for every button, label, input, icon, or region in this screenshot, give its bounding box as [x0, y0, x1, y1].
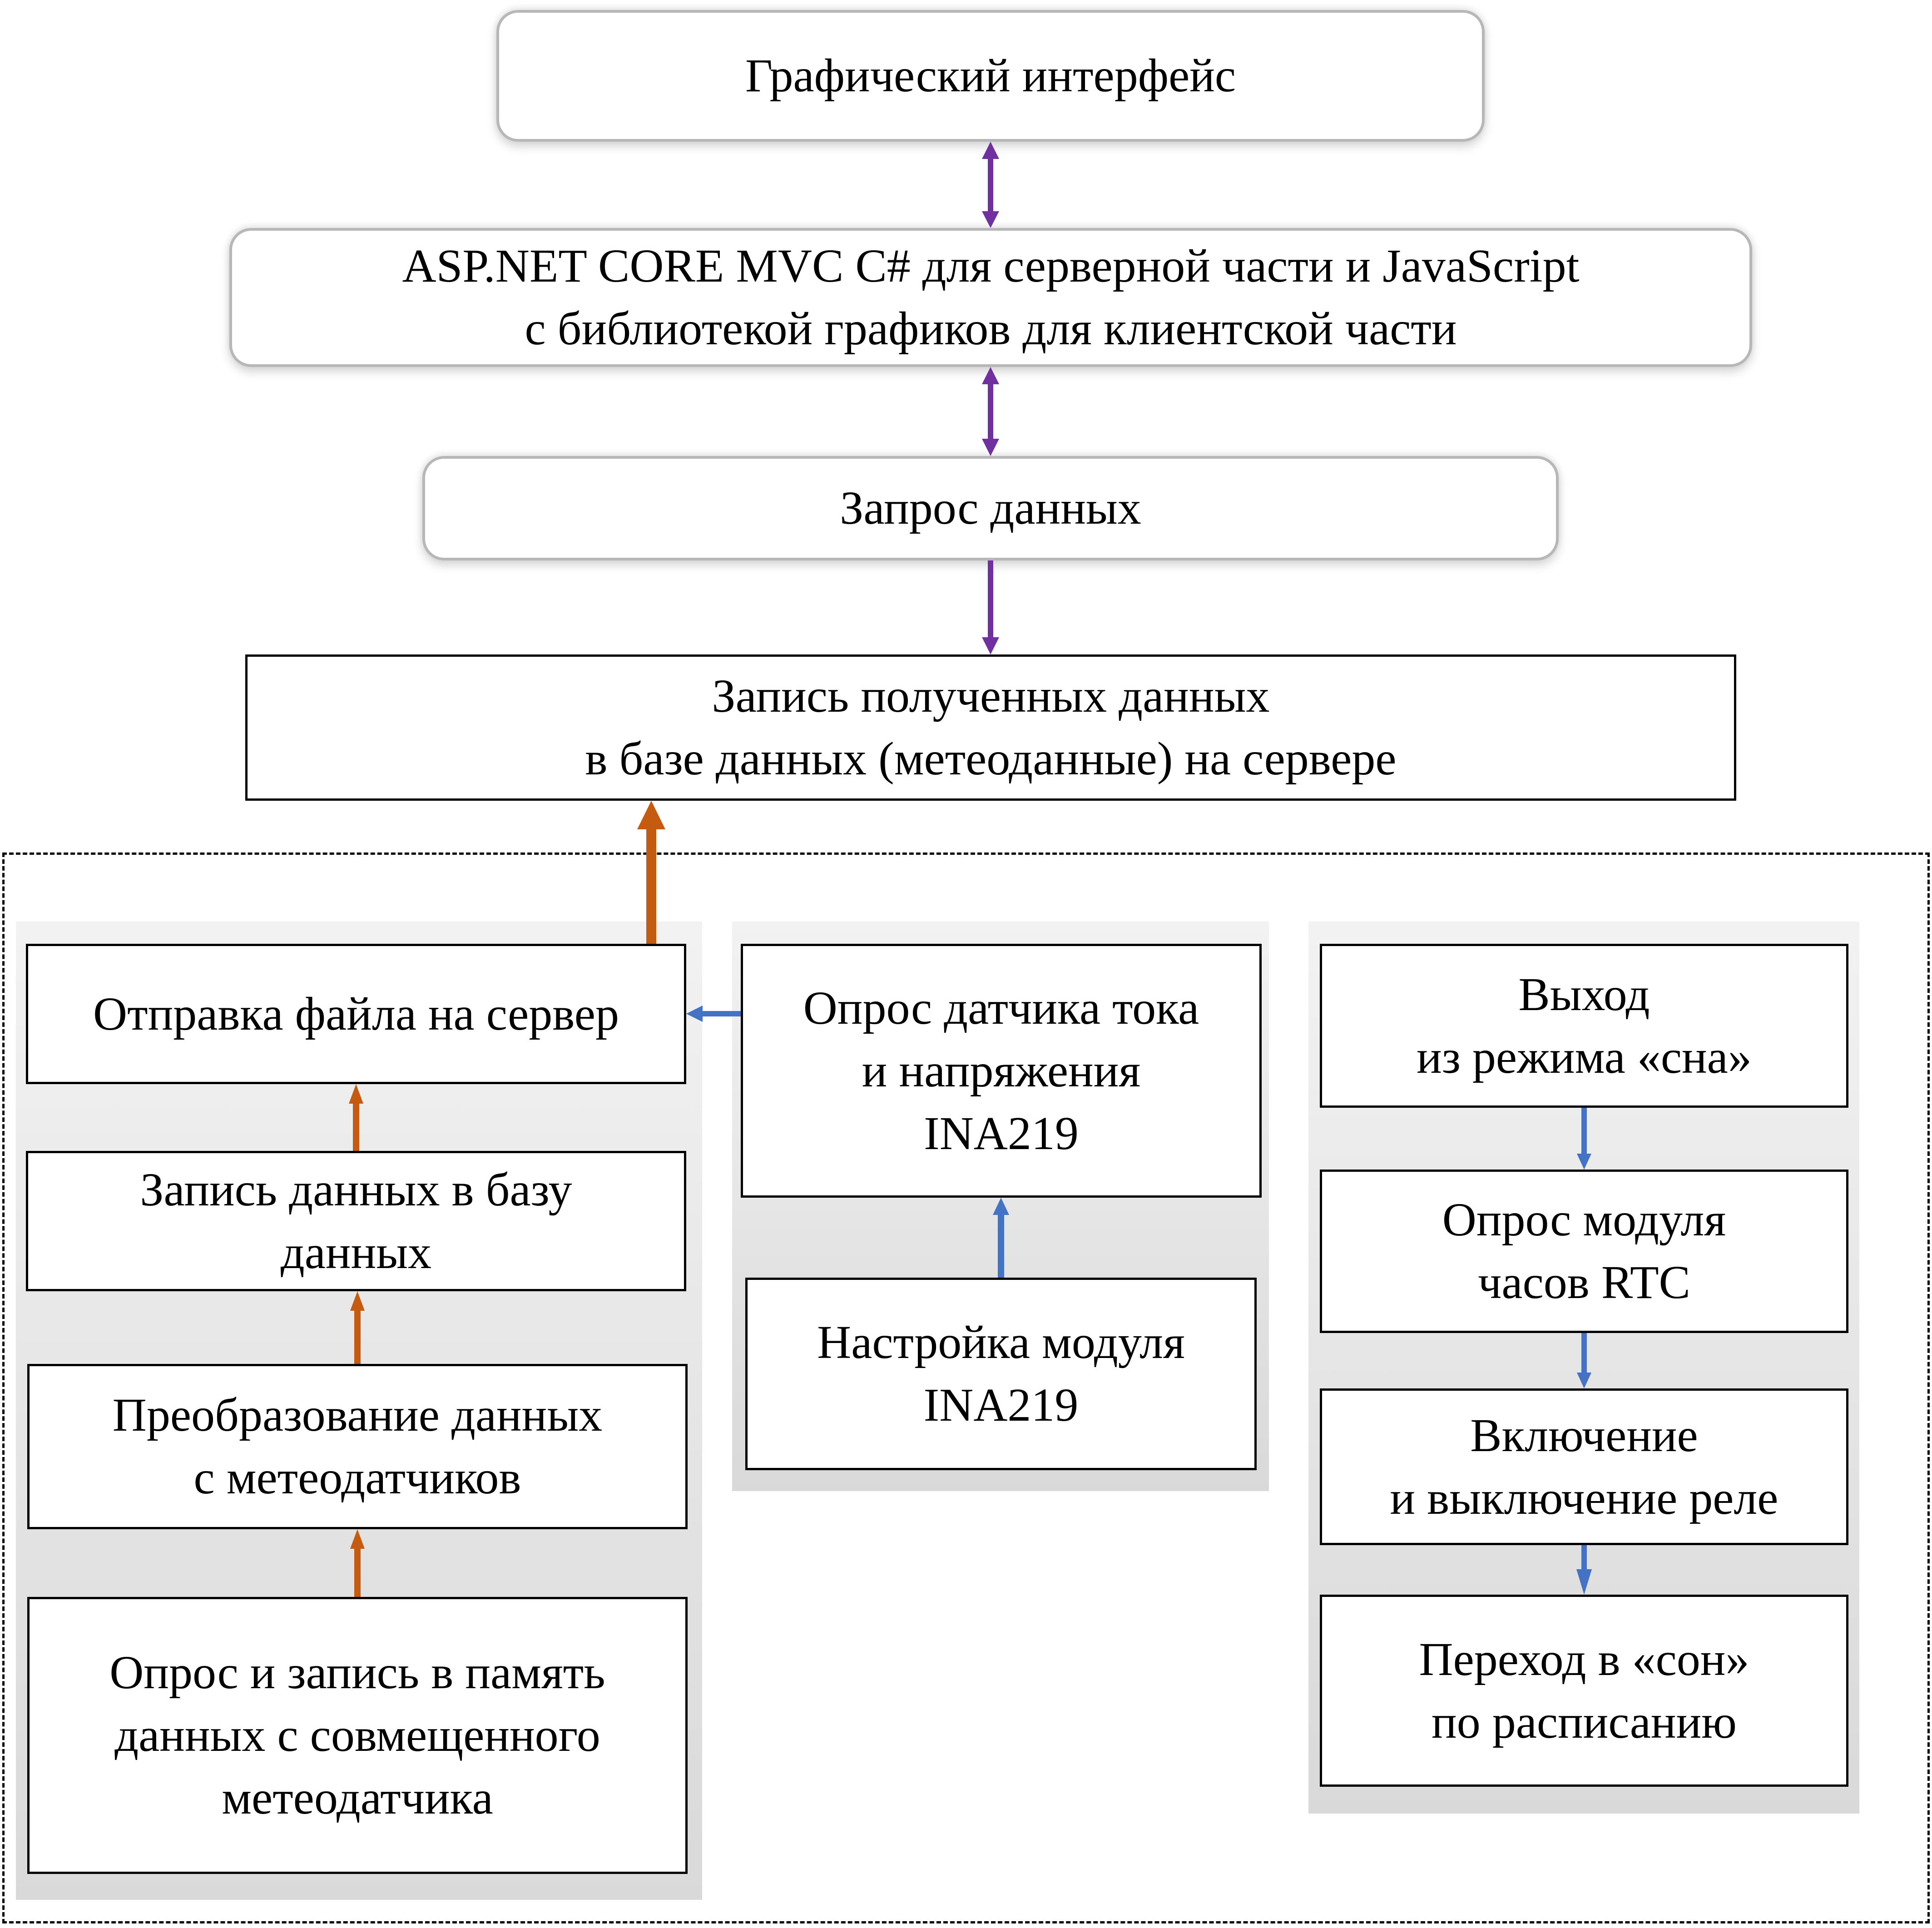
gui-box: Графический интерфейс [496, 10, 1485, 142]
poll-ina-label: Опрос датчика тока и напряжения INA219 [803, 981, 1199, 1160]
sleep-box: Переход в «сон» по расписанию [1320, 1595, 1848, 1787]
device-group-boundary [2, 852, 1930, 1923]
db-record-box: Запись полученных данных в базе данных (… [245, 654, 1736, 801]
send-db-arrow [637, 801, 665, 944]
write-db-box: Запись данных в базу данных [26, 1151, 686, 1291]
request-db-arrow [982, 560, 999, 654]
relay-sleep-arrow [1576, 1545, 1592, 1595]
poll-ina-box: Опрос датчика тока и напряжения INA219 [741, 944, 1262, 1198]
poll-sensor-label: Опрос и запись в память данных с совмеще… [109, 1646, 605, 1824]
db-record-label: Запись полученных данных в базе данных (… [585, 670, 1397, 785]
relay-label: Включение и выключение реле [1390, 1409, 1778, 1524]
convert-box: Преобразование данных с метеодатчиков [27, 1364, 688, 1529]
convert-label: Преобразование данных с метеодатчиков [112, 1389, 603, 1504]
wake-box: Выход из режима «сна» [1320, 944, 1848, 1108]
gui-backend-arrow [982, 142, 999, 228]
rtc-relay-arrow [1577, 1333, 1591, 1388]
write-send-arrow [349, 1084, 363, 1151]
backend-label: ASP.NET CORE MVC C# для серверной части … [402, 240, 1580, 355]
poll-sensor-box: Опрос и запись в память данных с совмеще… [27, 1597, 688, 1874]
write-db-label: Запись данных в базу данных [140, 1163, 572, 1279]
backend-request-arrow [982, 367, 999, 456]
setup-ina-box: Настройка модуля INA219 [745, 1278, 1257, 1470]
gui-label: Графический интерфейс [745, 50, 1236, 102]
convert-write-arrow [350, 1291, 365, 1364]
send-file-box: Отправка файла на сервер [26, 944, 686, 1084]
wake-label: Выход из режима «сна» [1417, 968, 1752, 1083]
setup-ina-label: Настройка модуля INA219 [817, 1316, 1185, 1431]
backend-box: ASP.NET CORE MVC C# для серверной части … [229, 228, 1752, 367]
ina-send-arrow [686, 1006, 741, 1022]
request-label: Запрос данных [840, 482, 1141, 534]
relay-box: Включение и выключение реле [1320, 1388, 1848, 1545]
setup-poll-ina-arrow [993, 1198, 1009, 1278]
poll-rtc-box: Опрос модуля часов RTC [1320, 1170, 1848, 1333]
send-file-label: Отправка файла на сервер [93, 987, 619, 1040]
request-box: Запрос данных [422, 456, 1559, 560]
poll-convert-arrow [350, 1529, 365, 1597]
poll-rtc-label: Опрос модуля часов RTC [1442, 1194, 1726, 1308]
wake-rtc-arrow [1577, 1108, 1591, 1170]
sleep-label: Переход в «сон» по расписанию [1419, 1633, 1749, 1748]
